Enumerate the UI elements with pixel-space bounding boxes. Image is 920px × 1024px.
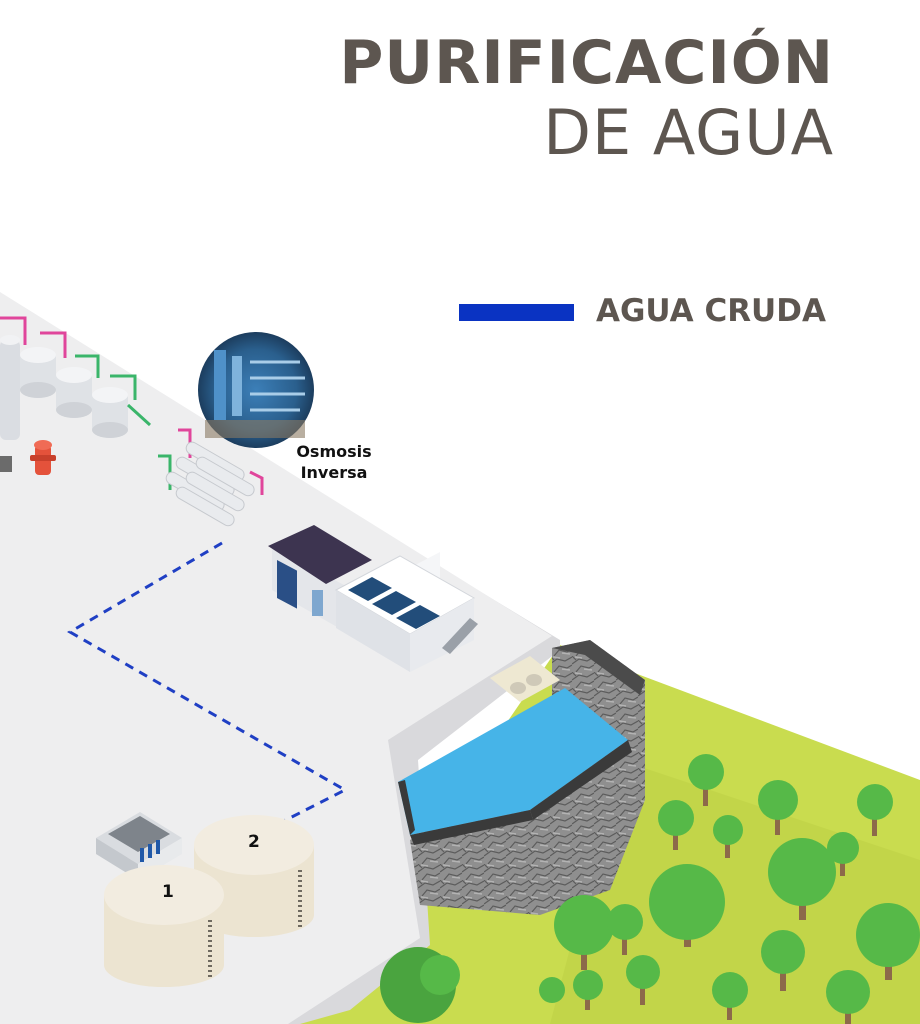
- tank-label-2: 2: [248, 832, 260, 852]
- osmosis-photo: [198, 332, 314, 448]
- callout-line2: Inversa: [284, 462, 384, 483]
- page-title: PURIFICACIÓN: [339, 28, 834, 98]
- callout-line1: Osmosis: [284, 441, 384, 462]
- page-subtitle: DE AGUA: [543, 96, 834, 169]
- osmosis-callout: Osmosis Inversa: [284, 441, 384, 483]
- legend-line-raw-water: [459, 304, 574, 321]
- grate: [0, 456, 12, 472]
- tank-label-1: 1: [162, 882, 174, 902]
- legend-label: AGUA CRUDA: [596, 293, 826, 329]
